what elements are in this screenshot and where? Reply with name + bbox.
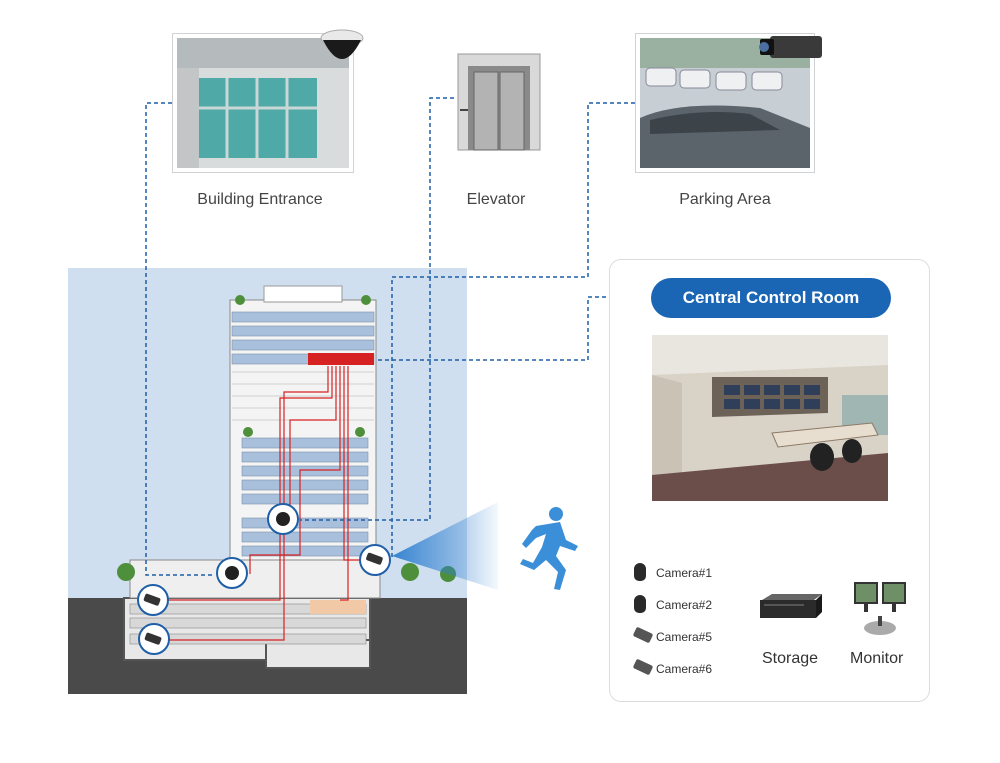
control-room-photo [652, 335, 888, 501]
parking-area-photo [635, 33, 822, 173]
building-camera-markers [137, 503, 391, 655]
camera-marker-basement-1 [137, 584, 169, 616]
location-label-elevator: Elevator [466, 191, 526, 208]
camera-marker-side [359, 544, 391, 576]
camera-label: Camera#2 [656, 598, 713, 612]
elevator-icon [454, 52, 544, 152]
box-camera-icon [632, 658, 654, 676]
camera-item-2: Camera#2 [630, 594, 720, 616]
running-person-icon [520, 507, 578, 590]
camera-view-cone [392, 502, 498, 590]
camera-label: Camera#6 [656, 662, 713, 676]
building-cross-section [68, 268, 467, 694]
camera-marker-upper [267, 503, 299, 535]
camera-item-6: Camera#6 [630, 658, 720, 680]
monitor-icon [852, 582, 908, 638]
location-label-parking-area: Parking Area [679, 191, 771, 208]
box-camera-icon [632, 626, 654, 644]
storage-label: Storage [762, 650, 819, 667]
camera-item-5: Camera#5 [630, 626, 720, 648]
building-entrance-photo [172, 29, 364, 173]
control-room-title: Central Control Room [651, 278, 891, 318]
dome-camera-icon [319, 28, 365, 66]
camera-label: Camera#1 [656, 566, 713, 580]
box-camera-icon [756, 30, 828, 64]
monitor-label: Monitor [850, 650, 904, 667]
camera-label: Camera#5 [656, 630, 713, 644]
dome-camera-icon [634, 595, 646, 613]
storage-device-icon [758, 594, 822, 620]
camera-item-1: Camera#1 [630, 562, 720, 584]
dome-camera-icon [634, 563, 646, 581]
location-label-building-entrance: Building Entrance [197, 191, 323, 208]
camera-list: Camera#1 Camera#2 Camera#5 Camera#6 [630, 562, 720, 682]
camera-marker-basement-2 [138, 623, 170, 655]
camera-marker-entrance [216, 557, 248, 589]
